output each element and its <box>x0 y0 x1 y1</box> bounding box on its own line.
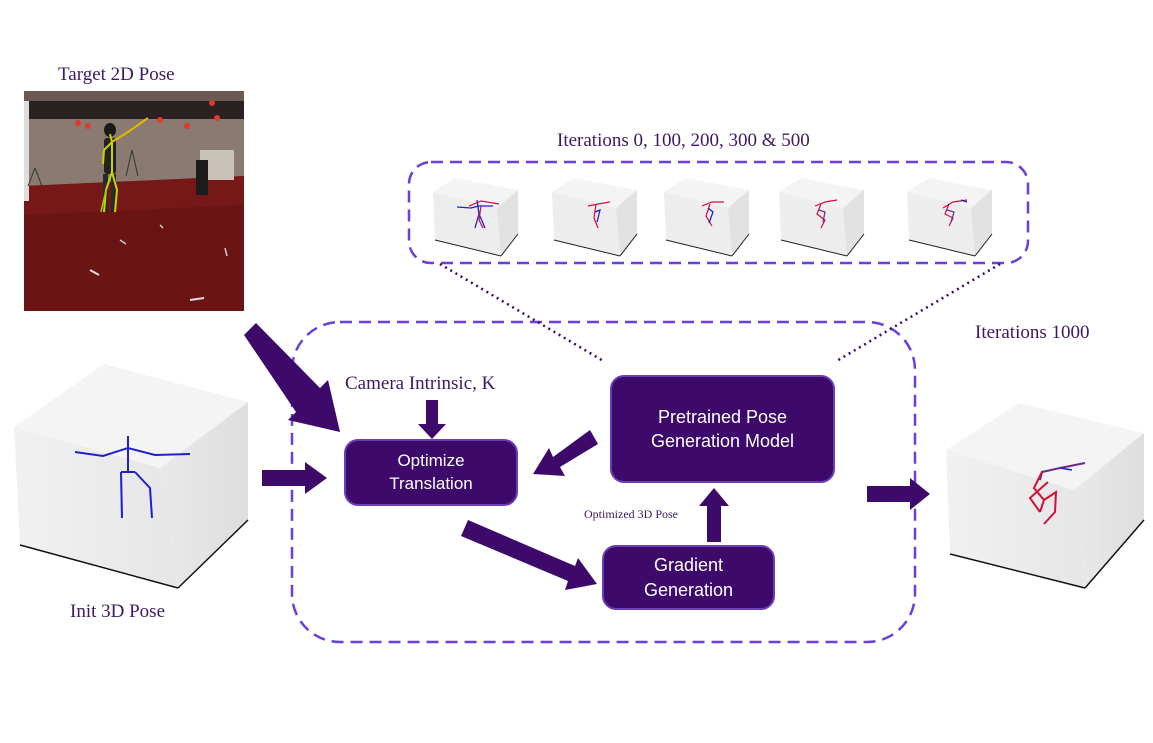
iteration-thumbnails <box>433 178 993 257</box>
dotted-connector-left <box>439 262 606 364</box>
iterations-strip-label: Iterations 0, 100, 200, 300 & 500 <box>557 130 810 151</box>
final-3d-pose-cube <box>946 403 1145 589</box>
arrow-optimize-to-gradient <box>461 520 597 590</box>
pretrained-model-box: Pretrained Pose Generation Model <box>610 375 835 483</box>
dotted-connector-right <box>834 262 1001 364</box>
arrows <box>244 323 930 590</box>
arrow-init-to-optimize <box>262 462 327 494</box>
iterations-strip-outline <box>407 160 1030 265</box>
arrow-target-to-optimize <box>244 323 340 432</box>
arrow-camera-to-optimize <box>418 400 446 439</box>
init-3d-pose-label: Init 3D Pose <box>70 601 165 622</box>
iteration-thumbnail-300 <box>779 178 865 257</box>
iteration-thumbnail-100 <box>552 178 638 257</box>
target-2d-pose-label: Target 2D Pose <box>58 64 175 85</box>
pretrained-model-label: Pretrained Pose Generation Model <box>650 406 795 451</box>
camera-intrinsic-label: Camera Intrinsic, K <box>345 373 496 394</box>
optimized-3d-pose-label: Optimized 3D Pose <box>584 507 678 521</box>
init-skeleton <box>74 436 191 519</box>
init-3d-pose-cube <box>14 364 249 589</box>
iteration-thumbnail-500 <box>907 178 993 257</box>
iteration-thumbnail-200 <box>664 178 750 257</box>
arrow-loop-to-final <box>867 478 930 510</box>
final-skeleton <box>1028 462 1086 525</box>
gradient-generation-label: Gradient Generation <box>643 555 734 600</box>
gradient-generation-box: Gradient Generation <box>602 545 775 610</box>
arrow-gradient-to-model <box>699 488 729 542</box>
target-2d-pose-image <box>24 91 244 311</box>
optimize-translation-box: Optimize Translation <box>344 439 518 506</box>
iteration-thumbnail-0 <box>433 178 519 257</box>
iterations-final-label: Iterations 1000 <box>975 322 1090 343</box>
arrow-model-to-optimize <box>533 430 598 476</box>
optimize-translation-label: Optimize Translation <box>389 450 473 493</box>
